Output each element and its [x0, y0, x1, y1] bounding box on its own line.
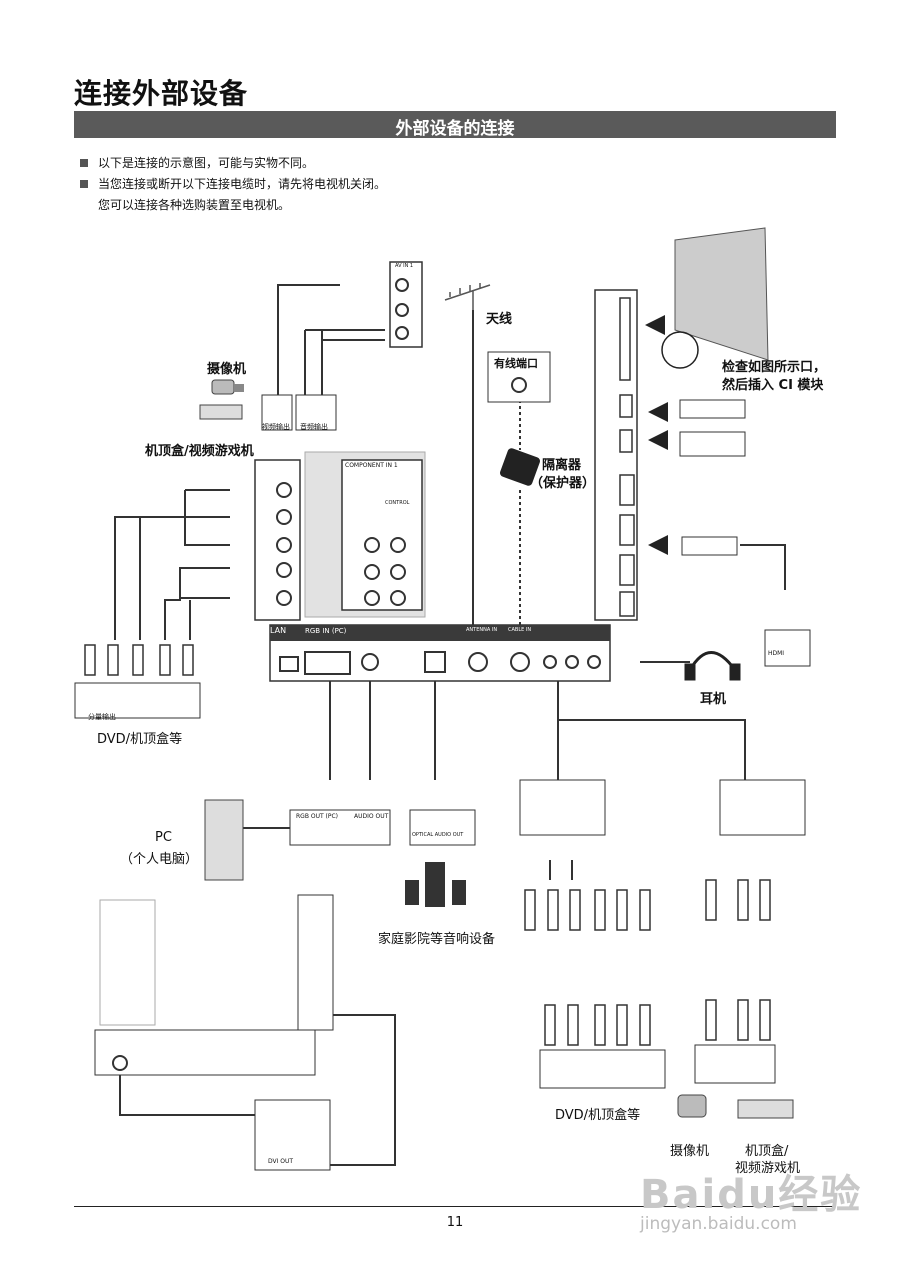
dvd-right-jacks	[539, 1049, 666, 1089]
optical-label: OPTICAL AUDIO OUT	[412, 832, 464, 838]
av-in-label: AV IN 1	[395, 263, 414, 269]
hdmi-label: HDMI	[768, 650, 785, 657]
camcorder-icon	[677, 1094, 707, 1118]
headphone-label: 耳机	[700, 692, 727, 707]
cable-in-label: CABLE IN	[508, 627, 532, 633]
headphone-icon	[684, 651, 741, 681]
pc-label-2: （个人电脑）	[120, 852, 199, 867]
camcorder-jacks	[694, 1044, 776, 1084]
splitter-label: 隔离器	[542, 458, 582, 473]
notes: 以下是连接的示意图，可能与实物不同。 当您连接或断开以下连接电缆时，请先将电视机…	[80, 153, 386, 216]
ci-check-label: 检查如图所示口，	[722, 360, 827, 375]
home-theater-label: 家庭影院等音响设备	[378, 932, 496, 947]
rgb-in-label: RGB IN (PC)	[305, 627, 347, 635]
note-item: 以下是连接的示意图，可能与实物不同。	[80, 153, 386, 174]
bullet-icon	[80, 180, 88, 188]
footer-rule	[74, 1206, 836, 1207]
section-title: 外部设备的连接	[395, 119, 515, 139]
dvd-left-jacks	[74, 682, 201, 719]
dvi-device	[254, 1099, 331, 1171]
camcorder-label: 摄像机	[207, 362, 247, 377]
hdmi-plug-icon	[681, 536, 738, 556]
tv-panel-right-a	[519, 779, 606, 836]
usb-plug-icon	[679, 399, 746, 419]
rgb-out-label: RGB OUT (PC)	[296, 813, 339, 820]
stb-bottom-label-2: 视频游戏机	[735, 1161, 801, 1176]
page-number: 11	[446, 1215, 464, 1230]
audio-out-jack	[295, 394, 337, 431]
pc-label: PC	[155, 830, 172, 845]
note-text: 您可以连接各种选购装置至电视机。	[98, 198, 291, 212]
note-item: 当您连接或断开以下连接电缆时，请先将电视机关闭。	[80, 174, 386, 195]
dvd-left-label: DVD/机顶盒等	[97, 732, 183, 747]
hdmi-port-icon	[764, 629, 811, 667]
settop-box-icon	[737, 1099, 794, 1119]
speaker-icon	[405, 862, 466, 907]
dvd-right-label: DVD/机顶盒等	[555, 1108, 641, 1123]
watermark-url: jingyan.baidu.com	[640, 1214, 797, 1234]
ci-module-card	[674, 227, 769, 361]
video-out-label: 视频输出	[262, 423, 290, 431]
audio-out-label: AUDIO OUT	[354, 813, 389, 820]
pc-tower-icon	[204, 799, 244, 881]
splitter-label-2: （保护器）	[530, 476, 596, 491]
section-header: 外部设备的连接	[74, 111, 836, 139]
antenna-in-label: ANTENNA IN	[466, 627, 498, 633]
splitter-icon	[500, 448, 540, 486]
tv-jack-panel-left	[254, 451, 426, 621]
cable-port-label: 有线端口	[494, 357, 538, 370]
camcorder-bottom-label: 摄像机	[670, 1144, 710, 1159]
tv-panel-bottom-left	[99, 899, 156, 1026]
settop-box-icon	[199, 404, 243, 420]
stb-label: 机顶盒/视频游戏机	[145, 444, 254, 459]
audio-out-cn-label: 音频输出	[300, 423, 328, 431]
tv-bottom-panel	[94, 1029, 316, 1076]
stb-bottom-label: 机顶盒/	[745, 1144, 789, 1159]
bullet-icon	[80, 159, 88, 167]
camcorder-icon	[211, 379, 244, 395]
antenna-label: 天线	[486, 312, 513, 327]
lan-label: LAN	[270, 626, 287, 635]
watermark-logo: Baidu经验	[640, 1172, 863, 1218]
tv-panel-right-b	[719, 779, 806, 836]
control-label: CONTROL	[385, 500, 410, 506]
cable-port-box	[487, 351, 551, 403]
note-item: 您可以连接各种选购装置至电视机。	[80, 195, 386, 216]
note-text: 当您连接或断开以下连接电缆时，请先将电视机关闭。	[98, 177, 387, 191]
component-in-label: COMPONENT IN 1	[345, 462, 398, 469]
usb-stick-icon	[679, 431, 746, 457]
antenna-icon	[444, 283, 491, 310]
pc-jacks	[289, 809, 391, 846]
component-out-label: 分量输出	[88, 713, 116, 721]
ci-check-label-2: 然后插入 CI 模块	[722, 378, 824, 393]
optical-jack	[409, 809, 476, 846]
note-text: 以下是连接的示意图，可能与实物不同。	[98, 156, 315, 170]
page-title: 连接外部设备	[74, 77, 249, 110]
video-out-jack	[261, 394, 293, 431]
hdmi-panel-bottom	[297, 894, 334, 1031]
dvi-out-label: DVI OUT	[268, 1158, 294, 1165]
